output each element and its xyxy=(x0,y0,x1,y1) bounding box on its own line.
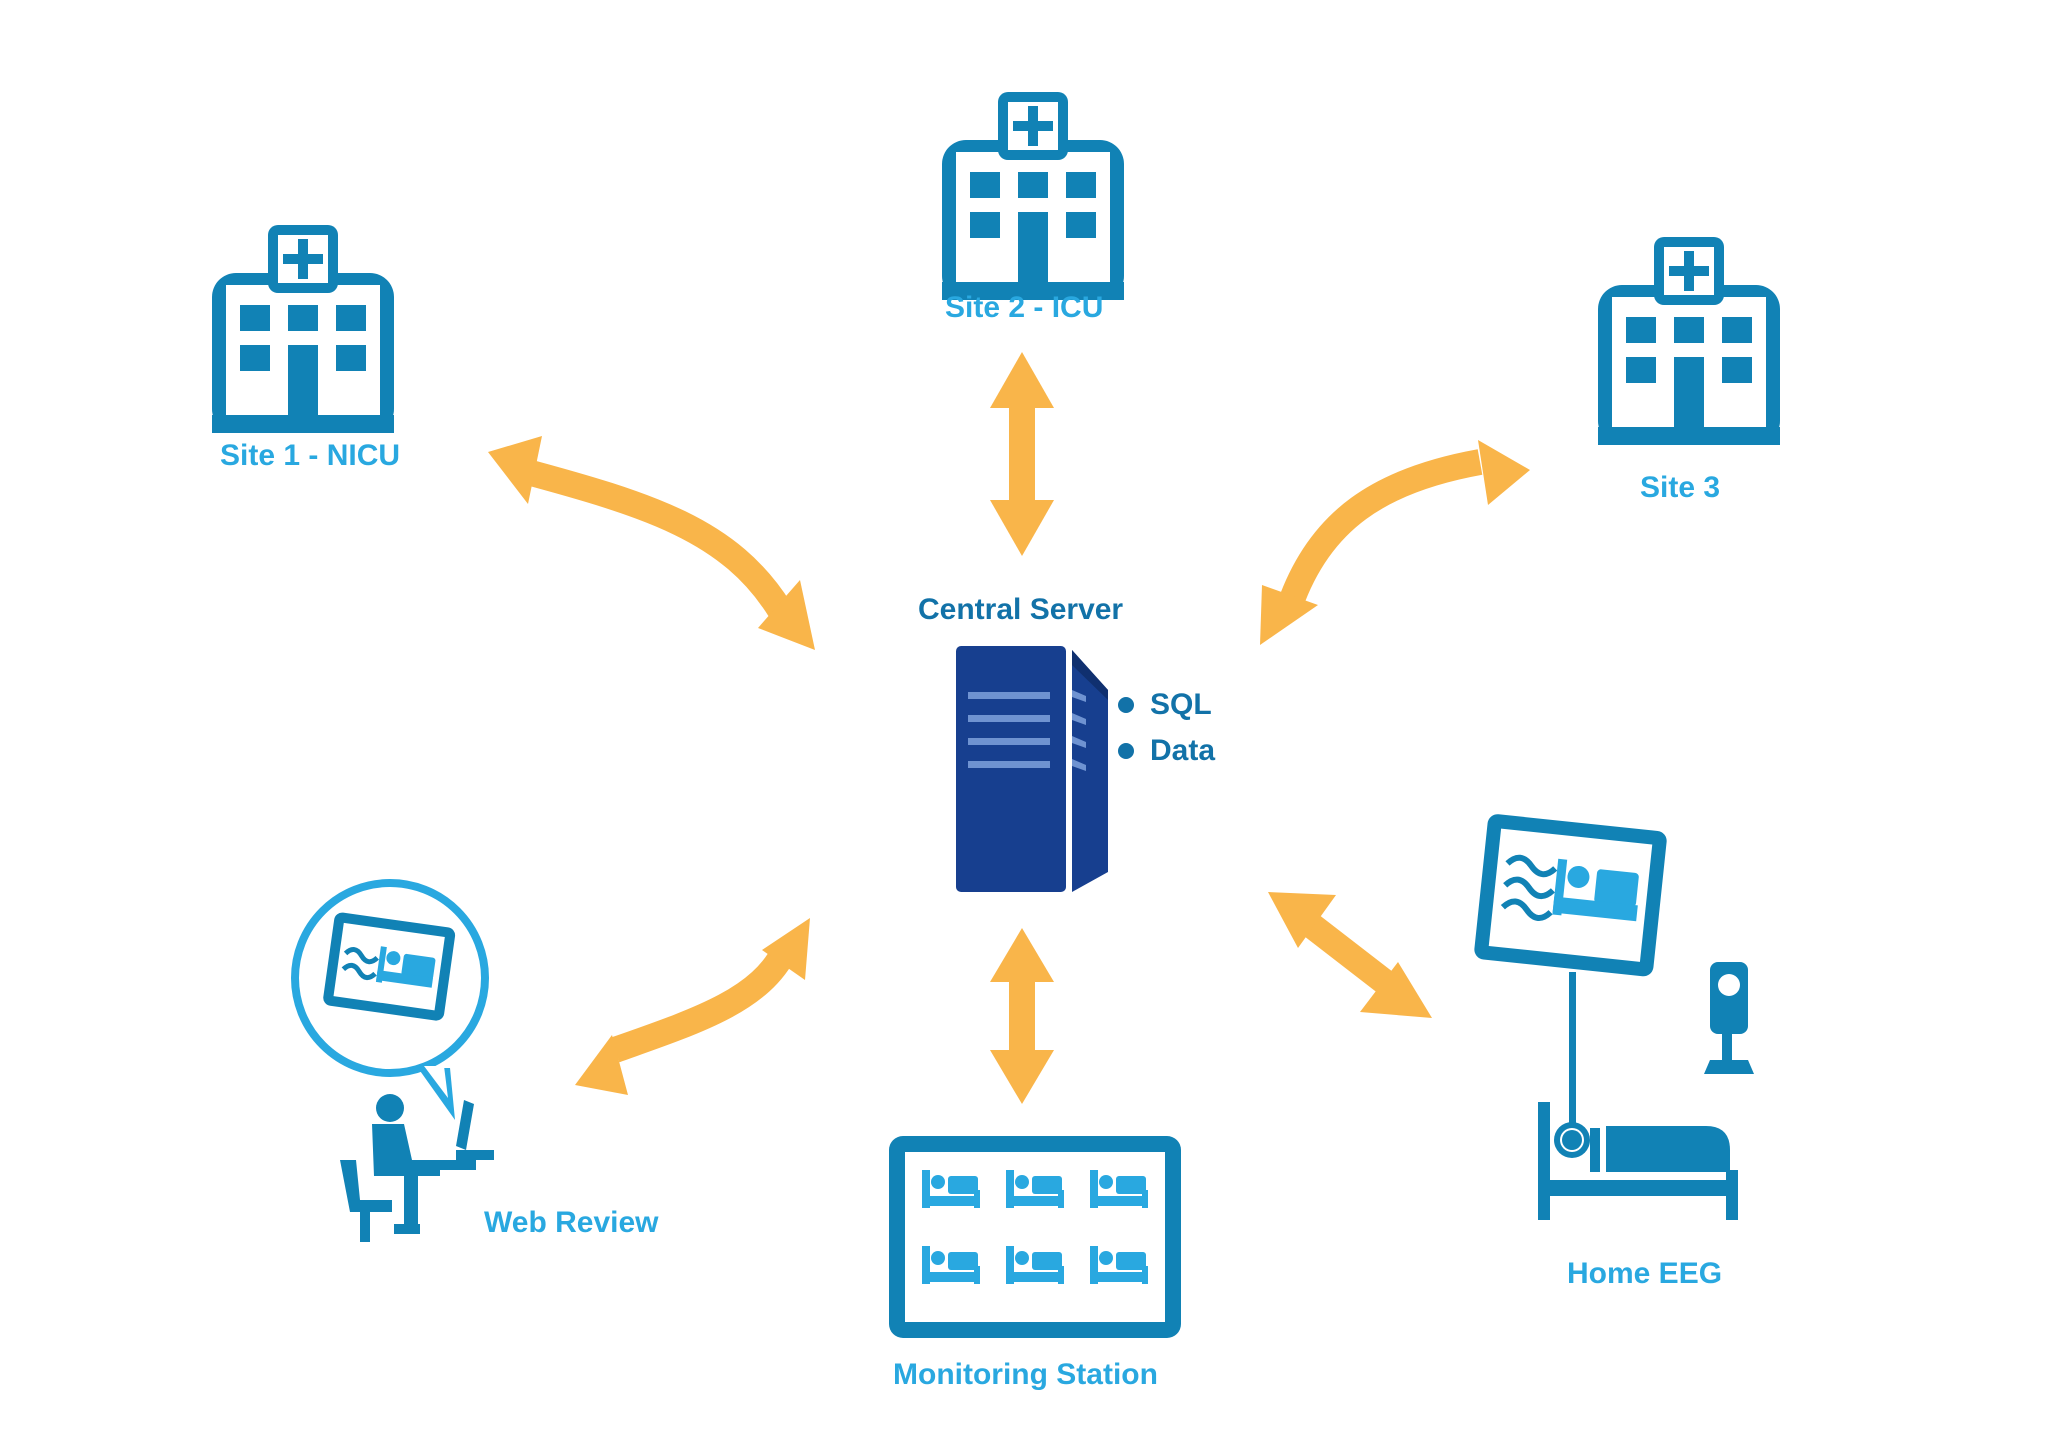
arrow-site3-central xyxy=(1277,449,1483,610)
monitoring-station-label: Monitoring Station xyxy=(893,1358,1158,1391)
hospital-icon xyxy=(942,92,1124,300)
arrow-site1-central xyxy=(516,457,792,618)
site3-label: Site 3 xyxy=(1640,471,1721,504)
site1-label: Site 1 - NICU xyxy=(220,439,401,472)
server-bullet-item: SQL xyxy=(1118,682,1215,728)
arrowhead-site1-end xyxy=(488,436,542,504)
arrowhead-webreview-end xyxy=(575,1035,628,1095)
arrowhead-site2-bottom xyxy=(990,500,1054,556)
server-bullet-list: SQL Data xyxy=(1118,682,1215,774)
arrowhead-monitoring-top xyxy=(990,928,1054,982)
server-bullet-item: Data xyxy=(1118,728,1215,774)
bullet-dot-icon xyxy=(1118,697,1134,713)
arrowhead-webreview-start xyxy=(762,918,810,980)
site2-label: Site 2 - ICU xyxy=(945,291,1104,324)
arrowhead-monitoring-bottom xyxy=(990,1050,1054,1104)
hospital-icon xyxy=(1598,237,1780,445)
reviewer-at-desk-icon xyxy=(291,879,494,1242)
arrow-homeeeg-central xyxy=(1290,904,1403,1001)
arrowhead-homeeeg-end xyxy=(1360,962,1432,1018)
server-icon xyxy=(956,646,1108,892)
bullet-dot-icon xyxy=(1118,743,1134,759)
monitoring-screen-icon xyxy=(889,1136,1181,1338)
arrowhead-site3-start xyxy=(1260,585,1318,645)
web-review-label: Web Review xyxy=(484,1206,659,1239)
arrowhead-homeeeg-start xyxy=(1268,892,1336,948)
arrowhead-site1-start xyxy=(758,580,815,650)
arrowhead-site2-top xyxy=(990,352,1054,408)
arrow-heads xyxy=(488,352,1530,1104)
home-eeg-bed-icon xyxy=(1474,814,1754,1220)
central-server-label: Central Server xyxy=(918,593,1124,626)
home-eeg-label: Home EEG xyxy=(1567,1257,1723,1290)
hospital-icon xyxy=(212,225,394,433)
arrowhead-site3-end xyxy=(1478,440,1530,505)
arrow-webreview-central xyxy=(610,943,797,1063)
